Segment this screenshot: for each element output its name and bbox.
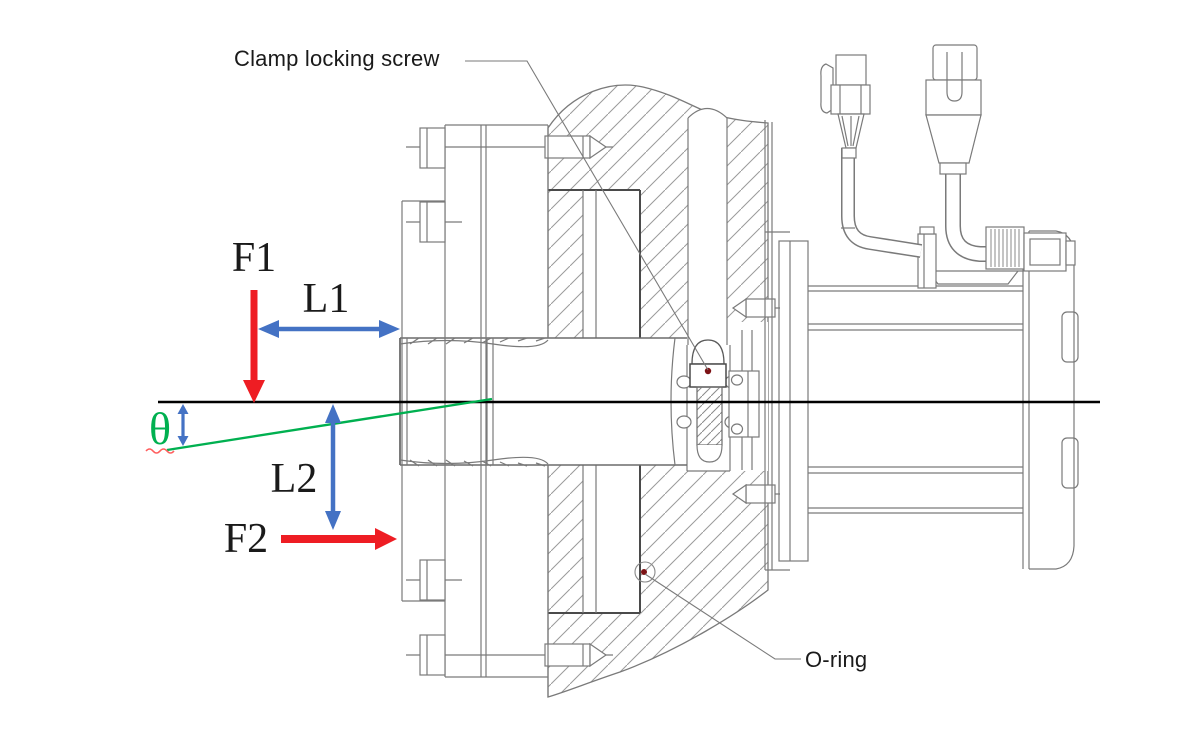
- motor-front-bracket: [728, 370, 760, 438]
- hub-knurl-ticks: [409, 337, 546, 467]
- encoder-cable: [841, 148, 923, 258]
- l2-label: L2: [271, 456, 318, 502]
- theta-label: θ: [149, 403, 171, 454]
- screw-marker-dot: [704, 367, 712, 375]
- f2-force-arrow: [281, 528, 397, 550]
- motor-top-strip: [917, 226, 1023, 289]
- mount-bolt-top: [731, 297, 780, 319]
- mount-bolt-bottom: [731, 483, 780, 505]
- motor-body: [808, 285, 1023, 514]
- l1-label: L1: [303, 276, 350, 322]
- tilt-line: [166, 397, 493, 452]
- cables-and-connectors: [820, 44, 1076, 272]
- o-ring-label: O-ring: [805, 647, 867, 672]
- motor-connector-knurl: [985, 226, 1076, 272]
- annotations: F1 L1 θ L2 F2: [145, 235, 400, 562]
- clamp-collar-section: [548, 189, 641, 614]
- f2-label: F2: [224, 516, 268, 562]
- callouts: Clamp locking screw O-ring: [234, 46, 867, 672]
- l2-dimension-arrow: [325, 404, 341, 530]
- l1-dimension-arrow: [258, 320, 400, 338]
- motor-rear-cap: [1022, 230, 1079, 570]
- shaft-hub: [399, 337, 549, 467]
- power-cable: [945, 174, 992, 262]
- housing-bolt-top: [406, 134, 613, 160]
- clamp-screw-leader-line: [465, 60, 709, 371]
- clamp-locking-screw: [676, 339, 740, 463]
- power-connector: [925, 44, 982, 175]
- flange-bolt-2: [419, 201, 446, 243]
- housing-cross-section: [400, 84, 780, 698]
- theta-angle-arrow: [177, 404, 189, 446]
- motor-mount-plate: [764, 120, 790, 571]
- clamp-locking-screw-label: Clamp locking screw: [234, 46, 440, 71]
- f1-label: F1: [232, 235, 276, 281]
- encoder-connector: [820, 54, 871, 159]
- theta-squiggle-underline: [145, 448, 175, 454]
- o-ring-dot: [641, 569, 647, 575]
- motor: [728, 120, 1079, 571]
- o-ring-marker: [634, 561, 656, 583]
- flange-bolt-3: [406, 559, 462, 601]
- o-ring-leader-line: [644, 573, 801, 660]
- f1-force-arrow: [243, 290, 265, 403]
- flange-bolt-4: [419, 634, 446, 676]
